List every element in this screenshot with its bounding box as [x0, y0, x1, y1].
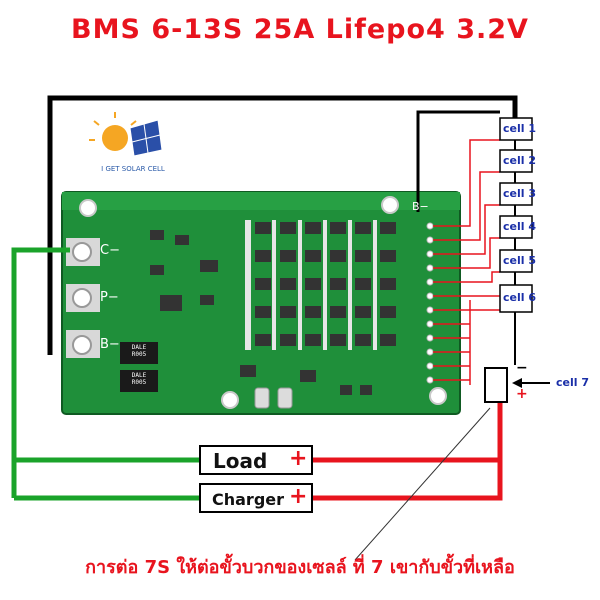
cell-label-1: cell 1 — [503, 122, 537, 135]
charger-plus-sign: + — [289, 484, 308, 509]
shunt-label-2-line1: DALE — [131, 372, 147, 379]
cell-label-2: cell 2 — [503, 154, 537, 167]
c-minus-wire-load — [11, 247, 200, 463]
load-label: Load — [213, 449, 268, 473]
b-minus-wire — [47, 95, 518, 355]
cell-label-6: cell 6 — [503, 291, 537, 304]
note-pointer-line — [354, 407, 491, 561]
resistor-strips — [245, 220, 377, 350]
cell-boxes — [499, 117, 533, 313]
charger-box — [199, 483, 313, 513]
mounting-holes — [79, 196, 447, 409]
solar-logo — [89, 112, 163, 157]
cell-label-4: cell 4 — [503, 220, 537, 233]
cell-label-7: cell 7 — [556, 376, 590, 389]
shunt-label-2: DALE R005 — [122, 372, 156, 386]
brand-logo-text: I GET SOLAR CELL — [101, 165, 165, 173]
shunt-label-1: DALE R005 — [122, 344, 156, 358]
shunt-resistor-2 — [120, 370, 158, 392]
charger-label: Charger — [212, 490, 285, 509]
balance-wires — [433, 139, 505, 381]
pad-label-b-minus: B− — [100, 337, 120, 352]
pad-label-c-minus: C− — [100, 243, 120, 258]
cell7-box — [484, 367, 508, 403]
capacitors — [254, 387, 293, 409]
b-minus-top-wire — [416, 110, 500, 212]
shunt-label-2-line2: R005 — [131, 379, 147, 386]
cell-label-3: cell 3 — [503, 187, 537, 200]
pad-label-p-minus: P− — [100, 290, 119, 305]
ic-chips — [150, 222, 396, 395]
shunt-label-1-line2: R005 — [131, 351, 147, 358]
wiring-note: การต่อ 7S ให้ต่อขั้วบวกของเซลล์ ที่ 7 เข… — [85, 557, 515, 578]
shunt-resistor-1 — [120, 342, 158, 364]
load-box — [199, 445, 313, 475]
diagram-title: BMS 6-13S 25A Lifepo4 3.2V — [71, 14, 529, 45]
charger-red-wire — [312, 460, 503, 501]
balance-header-pins — [426, 222, 434, 384]
cell7-plus-sign: + — [516, 386, 528, 402]
cell-label-5: cell 5 — [503, 254, 537, 267]
pad-label-b-minus-top: B− — [412, 200, 429, 213]
load-plus-sign: + — [289, 446, 308, 471]
solder-pads — [66, 238, 100, 358]
cell7-minus-sign: − — [516, 360, 528, 376]
shunt-label-1-line1: DALE — [131, 344, 147, 351]
